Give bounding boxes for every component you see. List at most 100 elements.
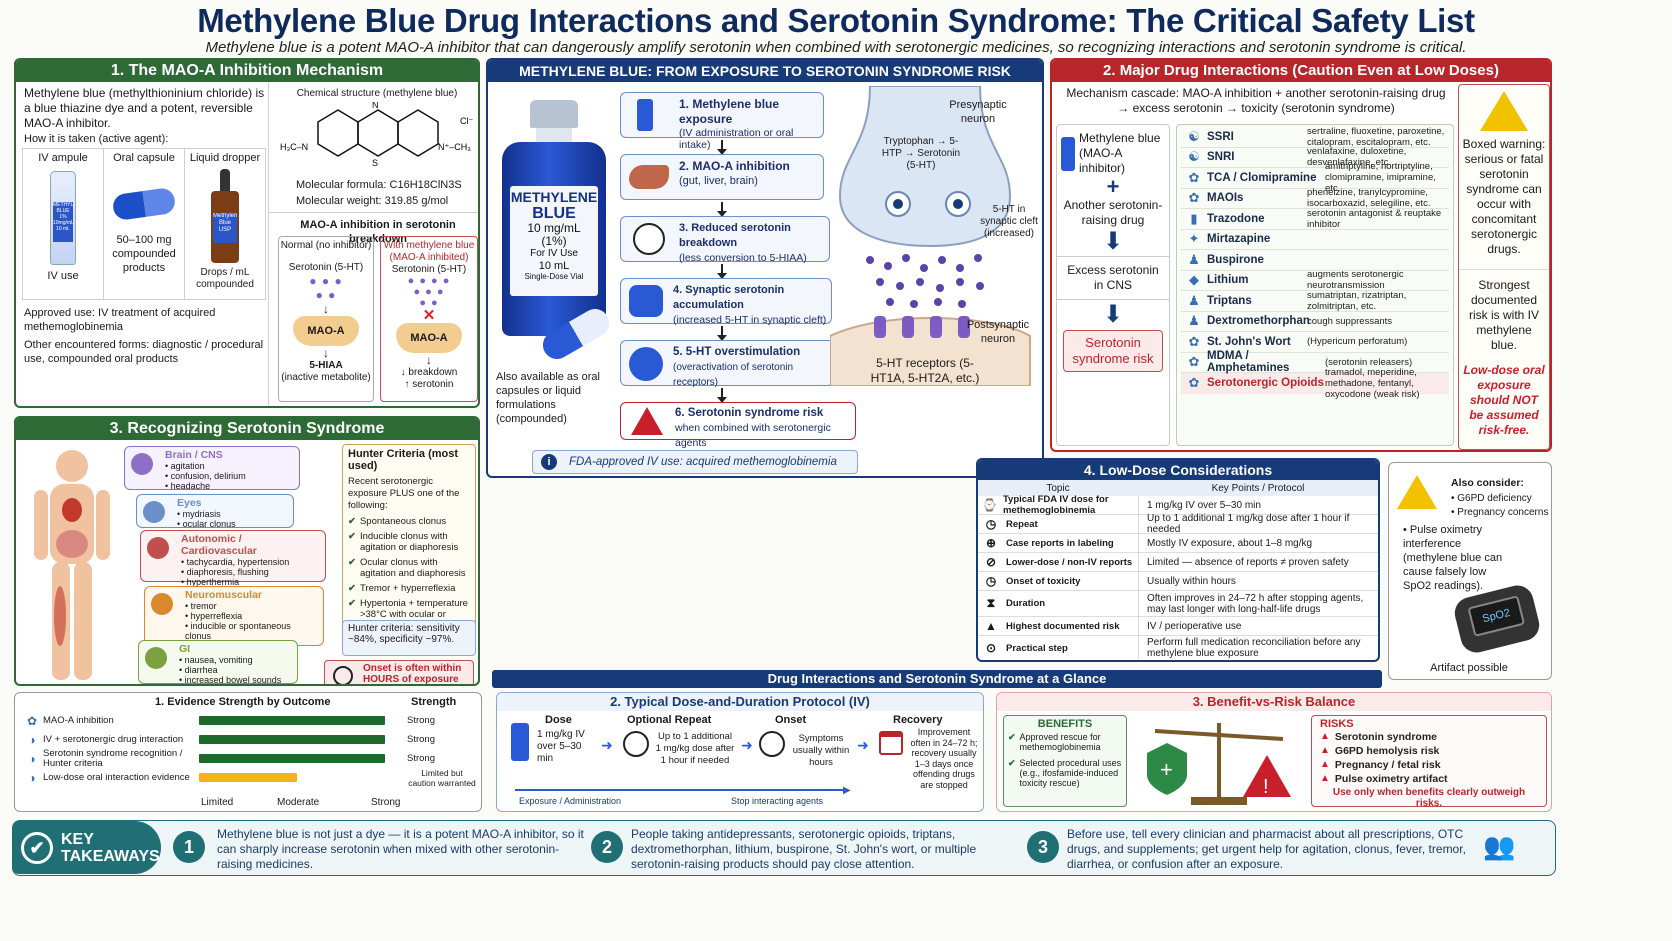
warning-icon (1480, 91, 1528, 131)
clock-icon (633, 223, 665, 255)
mb-output-2: ↑ serotonin (404, 379, 454, 390)
normal-output: 5-HIAA (309, 360, 343, 371)
timeline-line (515, 789, 845, 791)
risk-note: Use only when benefits clearly outweigh … (1332, 787, 1526, 809)
topic-text: Onset of toxicity (1006, 575, 1081, 587)
takeaway-number: 3 (1027, 831, 1059, 863)
low-dose-warning: Low-dose oral exposure should NOT be ass… (1463, 363, 1545, 437)
svg-text:Cl⁻: Cl⁻ (460, 116, 473, 126)
symptom-item: • inducible or spontaneous clonus (185, 621, 291, 641)
drug-class-icon: ✿ (1188, 190, 1200, 206)
drug-class-icon: ☯ (1188, 149, 1200, 165)
symptom-item: • increased bowel sounds (179, 675, 282, 685)
page-subtitle: Methylene blue is a potent MAO-A inhibit… (205, 39, 1467, 56)
organ-icon (131, 453, 153, 475)
outcome-icon: ◑ (28, 770, 36, 785)
protocol-col-text: Symptoms usually within hours (792, 733, 850, 768)
vial-line: 10 mL (538, 260, 570, 272)
col-header: Key Points / Protocol (1211, 482, 1305, 494)
warning-icon: ▲ (1320, 731, 1330, 742)
topic-icon: ◷ (985, 517, 997, 531)
step-sub: (increased 5-HT in synaptic cleft) (673, 314, 827, 326)
approved-use: Approved use: IV treatment of acquired m… (24, 307, 216, 333)
forms-grid: IV ampule METHYLENE BLUE 1% 10mg/mL 10 m… (22, 148, 266, 300)
molecular-formula: Molecular formula: C16H18ClN3S (296, 179, 462, 191)
svg-text:+: + (1160, 757, 1173, 782)
key-point: Often improves in 24–72 h after stopping… (1138, 591, 1378, 616)
page-title: Methylene Blue Drug Interactions and Ser… (197, 2, 1475, 39)
strength-head: Strength (411, 696, 457, 708)
hunter-sensitivity: Hunter criteria: sensitivity ~84%, speci… (342, 620, 476, 656)
pulse-oximeter-icon: SpO2 (1451, 582, 1543, 656)
col-header: Topic (1046, 482, 1070, 494)
normal-serotonin: Serotonin (5-HT) (288, 262, 364, 273)
boxed-warning: Boxed warning: serious or fatal serotoni… (1462, 137, 1546, 256)
drug-name: Dextromethorphan (1207, 315, 1310, 328)
ampule-icon: METHYLENE BLUE 1% 10mg/mL 10 mL (50, 171, 76, 265)
hunter-criterion: ✔Tremor + hyperreflexia (348, 583, 470, 594)
drug-name: Buspirone (1207, 253, 1264, 266)
risks-box: RISKS ▲Serotonin syndrome▲G6PD hemolysis… (1311, 715, 1547, 809)
vial-line: METHYLENE (510, 189, 598, 205)
step-title: 6. Serotonin syndrome risk (675, 407, 824, 419)
strength-label: Strong (407, 714, 435, 726)
strength-label: Strong (407, 752, 435, 764)
capsule-icon (111, 186, 177, 222)
risks-head: RISKS (1320, 718, 1354, 730)
protocol-col-head: Onset (775, 714, 807, 726)
symptom-head: Eyes (177, 497, 202, 509)
strongest-risk: Strongest documented risk is with IV met… (1459, 269, 1549, 353)
symptom-box: Brain / CNS• agitation• confusion, delir… (124, 446, 300, 491)
info-icon: i (541, 454, 557, 470)
drug-name: Triptans (1207, 294, 1252, 307)
topic-text: Lower-dose / non-IV reports (1006, 556, 1133, 568)
drug-name: MAOIs (1207, 192, 1244, 205)
flow-item: Excess serotonin in CNS (1057, 256, 1169, 300)
low-dose-row: ⌚ Typical FDA IV dose for methemoglobinem… (978, 494, 1378, 516)
evidence-bar (199, 716, 386, 725)
topic-icon: ⌚ (982, 498, 997, 512)
step-title: 2. MAO-A inhibition (679, 159, 790, 173)
risk-text: Pulse oximetry artifact (1334, 773, 1448, 785)
step-sub: (gut, liver, brain) (679, 175, 758, 187)
onset-text: Onset is often within HOURS of exposure … (363, 663, 462, 685)
low-dose-panel: 4. Low-Dose Considerations Topic Key Poi… (976, 458, 1380, 662)
drug-examples: venlafaxine, duloxetine, desvenlafaxine,… (1307, 146, 1407, 169)
drug-class-icon: ✿ (1188, 169, 1200, 185)
drug-class-icon: ✿ (1188, 333, 1200, 349)
form-caption: Drops / mL compounded (196, 267, 254, 290)
symptom-item: • diarrhea (179, 665, 218, 675)
warning-icon (631, 407, 663, 435)
svg-text:!: ! (1263, 776, 1269, 798)
key-point: Perform full medication reconciliation b… (1138, 636, 1378, 660)
step-title: 5. 5-HT overstimulation (673, 346, 801, 358)
topic-text: Typical FDA IV dose for methemoglobinemi… (1002, 494, 1109, 516)
check-icon: ✔ (348, 557, 356, 568)
topic-icon: ▲ (985, 619, 997, 633)
bar-track (199, 735, 395, 744)
receptors-label: 5-HT receptors (5-HT1A, 5-HT2A, etc.) (870, 356, 980, 385)
key-point: Up to 1 additional 1 mg/kg dose after 1 … (1138, 513, 1378, 535)
evidence-panel: 1. Evidence Strength by Outcome Strength… (14, 692, 482, 812)
clock-icon (623, 731, 649, 757)
symptom-box: Neuromuscular• tremor• hyperreflexia• in… (144, 586, 324, 651)
key-point: Usually within hours (1138, 572, 1378, 590)
how-taken-label: How it is taken (active agent): (24, 133, 169, 145)
step-card-1: 1. Methylene blue exposure(IV administra… (620, 92, 824, 151)
dropper-bottle-icon: Methylene Blue USP (208, 169, 242, 265)
symptom-item: • tachycardia, hypertension (181, 557, 290, 567)
form-oral-capsule: Oral capsule 50–100 mg compounded produc… (104, 149, 185, 299)
calendar-icon (879, 731, 903, 755)
benefits-box: BENEFITS ✔Approved rescue for methemoglo… (1003, 715, 1127, 807)
check-icon: ✔ (348, 598, 356, 609)
drug-name: TCA / Clomipramine (1207, 171, 1317, 184)
protocol-col-head: Optional Repeat (627, 714, 712, 726)
timeline-label: Stop interacting agents (731, 796, 824, 806)
vial-line: (1%) (541, 234, 567, 248)
symptom-item: • hyperthermia (181, 577, 240, 587)
symptom-box: Autonomic / Cardiovascular• tachycardia,… (140, 530, 326, 587)
